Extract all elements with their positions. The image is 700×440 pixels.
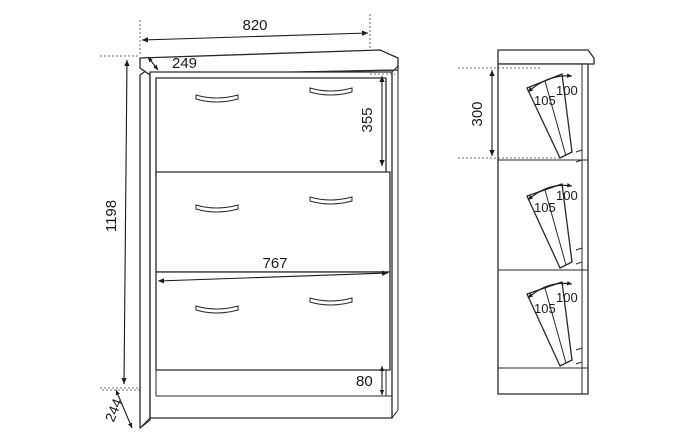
angle-a-label-3: 105 xyxy=(534,301,556,316)
side-compartment-2 xyxy=(498,183,588,271)
drawer-bottom-handle-right xyxy=(309,297,353,306)
drawer-middle-handle-right xyxy=(309,196,353,205)
drawer-bottom-handle-left xyxy=(195,305,239,314)
front-dimensions: 820 249 355 1198 767 80 244 xyxy=(100,14,395,429)
angle-b-label-3: 100 xyxy=(556,290,578,305)
drawer-top-handle-left xyxy=(195,94,239,103)
front-view xyxy=(139,49,399,429)
depth-top-label: 249 xyxy=(172,55,197,72)
cabinet-left-side xyxy=(139,67,151,429)
side-section-height-label: 300 xyxy=(469,101,486,126)
side-view: 105 100 105 100 105 100 xyxy=(497,49,595,395)
plinth-height-label: 80 xyxy=(356,373,373,390)
total-height-label: 1198 xyxy=(103,200,120,232)
side-compartment-3 xyxy=(498,281,588,369)
angle-a-label-1: 105 xyxy=(534,93,556,108)
drawer-bottom xyxy=(155,271,391,371)
side-top-board xyxy=(497,49,595,65)
drawer-height-label: 355 xyxy=(359,107,376,132)
base-depth-line xyxy=(115,389,133,429)
inner-width-label: 767 xyxy=(262,255,287,272)
drawer-top-handle-right xyxy=(309,87,353,96)
drawer-top xyxy=(155,77,387,177)
total-width-label: 820 xyxy=(242,17,267,34)
total-width-line xyxy=(141,30,369,43)
inner-width-line xyxy=(157,270,389,284)
angle-b-label-1: 100 xyxy=(556,83,578,98)
side-dimensions: 300 xyxy=(458,67,560,159)
base-depth-label: 244 xyxy=(102,396,126,424)
drawer-middle xyxy=(155,171,391,273)
depth-top-line xyxy=(147,56,159,71)
angle-a-label-2: 105 xyxy=(534,200,556,215)
total-height-line xyxy=(121,59,130,385)
angle-b-label-2: 100 xyxy=(556,188,578,203)
drawer-middle-handle-left xyxy=(195,204,239,213)
